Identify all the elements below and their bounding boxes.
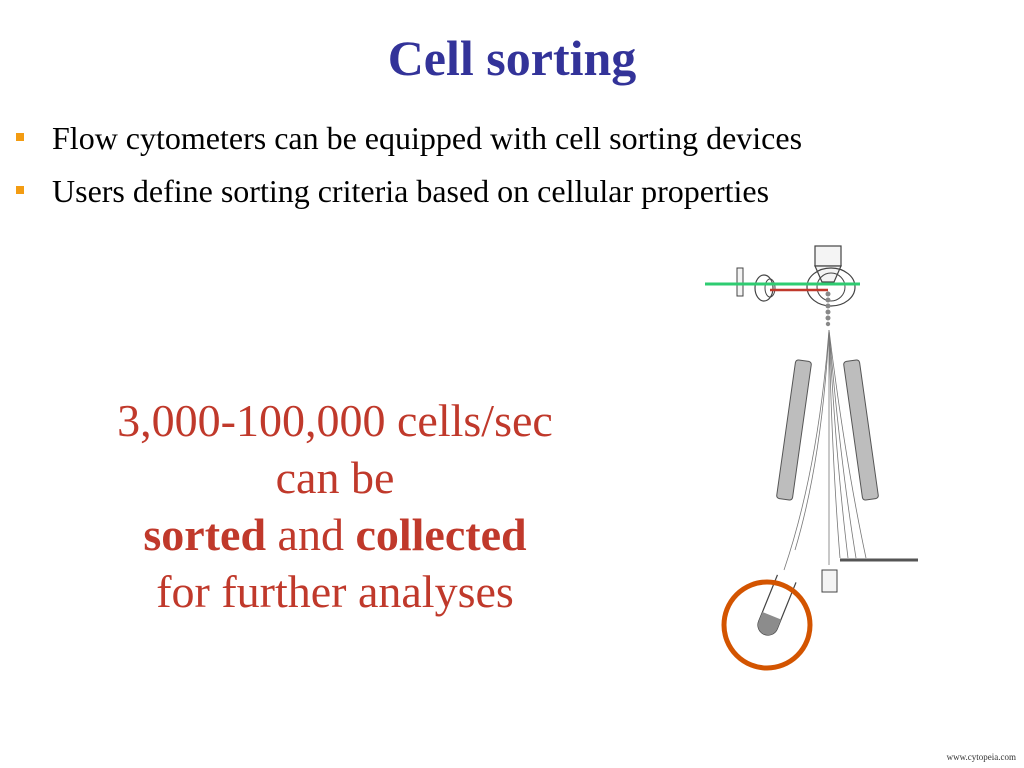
callout-collected: collected (355, 509, 527, 561)
deflection-plate-left (776, 359, 812, 501)
square-bullet-icon (16, 186, 24, 194)
callout-and: and (277, 509, 344, 561)
callout-line-sorted-collected: sorted and collected (30, 506, 640, 563)
deflected-streams (783, 329, 867, 571)
highlight-circle (721, 579, 813, 671)
square-bullet-icon (16, 133, 24, 141)
callout-line-further: for further analyses (156, 566, 514, 618)
bullet-item: Users define sorting criteria based on c… (14, 171, 802, 211)
bullet-text: Users define sorting criteria based on c… (52, 173, 770, 209)
callout-sorted: sorted (143, 509, 267, 561)
lens-icon (736, 267, 856, 307)
droplet-stream (825, 291, 831, 327)
center-collection-tube (821, 569, 838, 593)
slide-title: Cell sorting (387, 30, 637, 86)
throughput-callout: 3,000-100,000 cells/sec can be sorted an… (30, 392, 640, 620)
collection-tube-icon (757, 574, 797, 636)
callout-line-rate: 3,000-100,000 cells/sec (117, 395, 553, 446)
bullet-text: Flow cytometers can be equipped with cel… (52, 120, 803, 156)
deflection-plate-right (843, 359, 879, 501)
bullet-item: Flow cytometers can be equipped with cel… (14, 118, 802, 158)
nozzle-icon (814, 245, 842, 283)
callout-line-can-be: can be (275, 452, 395, 504)
flow-cytometer-sorter-diagram (705, 245, 918, 671)
source-credit: www.cytopeia.com (946, 752, 1016, 762)
bullet-list: Flow cytometers can be equipped with cel… (14, 118, 802, 224)
